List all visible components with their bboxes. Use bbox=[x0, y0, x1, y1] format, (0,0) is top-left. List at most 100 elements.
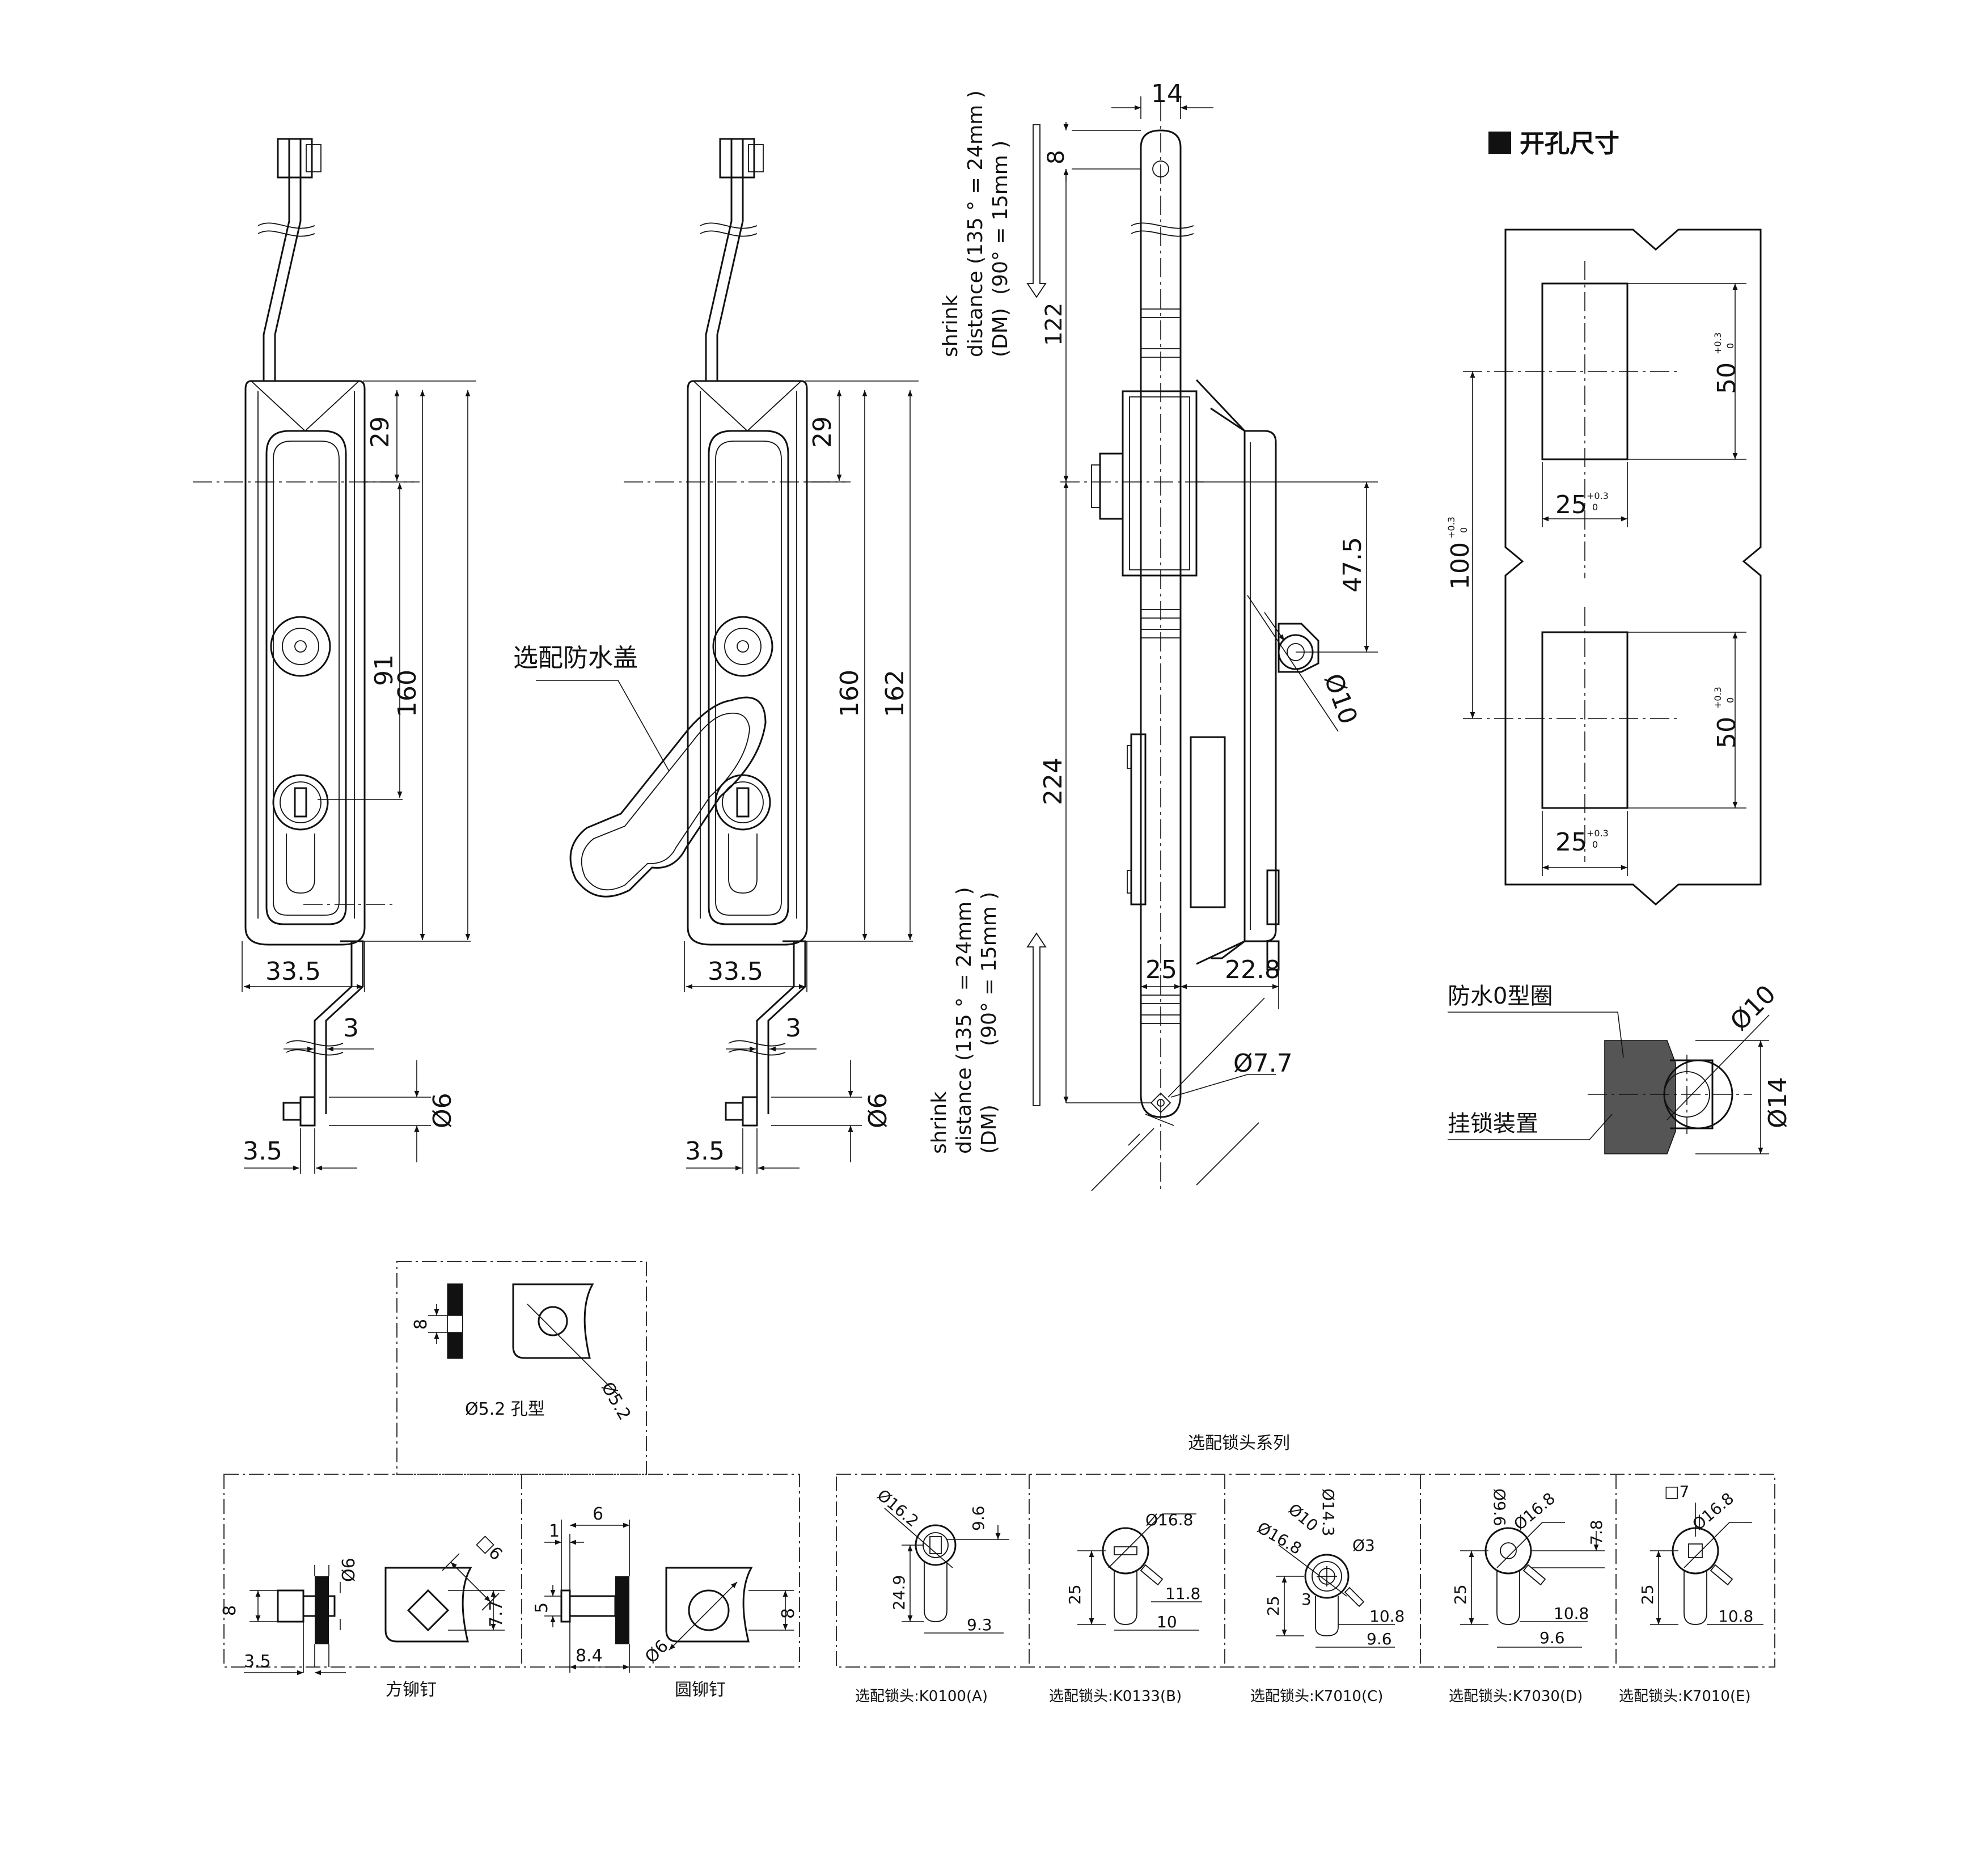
dim-224: 224 bbox=[1039, 758, 1068, 805]
lock-c-d6: 3 bbox=[1301, 1590, 1312, 1609]
lock-d: Ø9.6 Ø16.8 7.8 25 10.8 9.6 选配锁头:K7030(D) bbox=[1449, 1488, 1606, 1705]
lock-c-d7: 10.8 bbox=[1369, 1607, 1405, 1626]
dim-hole: Ø6 bbox=[864, 1093, 893, 1128]
dim-29: 29 bbox=[366, 416, 395, 448]
dim-d6: Ø6 bbox=[339, 1558, 359, 1582]
tol-plus: +0.3 bbox=[1712, 332, 1723, 354]
dim-rod: 3 bbox=[785, 1014, 801, 1043]
lock-e-d3: 25 bbox=[1638, 1584, 1657, 1605]
dim-6: 6 bbox=[593, 1504, 603, 1524]
lock-b-d4: 10 bbox=[1157, 1613, 1177, 1631]
shrink-top-2: distance (135 ° = 24mm ) bbox=[964, 90, 987, 357]
lock-b: Ø16.8 25 11.8 10 选配锁头:K0133(B) bbox=[1049, 1511, 1202, 1705]
lock-d-d4: 25 bbox=[1451, 1584, 1470, 1605]
dim-total: 100 bbox=[1446, 542, 1475, 590]
lock-series: 选配锁头系列 Ø16.2 9.6 24.9 9.3 选配锁头:K0100(A) bbox=[836, 1433, 1775, 1705]
lock-b-caption: 选配锁头:K0133(B) bbox=[1049, 1688, 1182, 1705]
round-rivet: 6 1 5 8.4 Ø6 8 圆铆钉 bbox=[532, 1504, 798, 1700]
shrink-bottom-3: (DM) bbox=[978, 1105, 1001, 1154]
dim-offset: 3.5 bbox=[685, 1137, 725, 1166]
lock-a-d2: 9.6 bbox=[969, 1505, 988, 1531]
label-oring: 防水0型圈 bbox=[1448, 983, 1553, 1009]
lock-d-d5: 10.8 bbox=[1554, 1604, 1589, 1623]
dim-29: 29 bbox=[808, 416, 837, 448]
dim-47-5: 47.5 bbox=[1338, 537, 1367, 593]
lock-d-d3: 7.8 bbox=[1587, 1520, 1606, 1545]
dim-22-8: 22.8 bbox=[1225, 955, 1280, 984]
dim-5: 5 bbox=[532, 1602, 552, 1613]
lock-c-d2: Ø14.3 bbox=[1319, 1488, 1338, 1536]
dim-sq6: □6 bbox=[473, 1531, 506, 1564]
lock-a: Ø16.2 9.6 24.9 9.3 选配锁头:K0100(A) bbox=[855, 1486, 1009, 1705]
cutout-title: 开孔尺寸 bbox=[1520, 129, 1619, 158]
dim-8-4: 8.4 bbox=[576, 1646, 603, 1666]
dim-width-bottom: 25 bbox=[1555, 828, 1587, 857]
tol-zero: 0 bbox=[1458, 527, 1469, 533]
dim-hole: Ø6 bbox=[428, 1093, 457, 1128]
shrink-top-3: (DM) bbox=[989, 308, 1012, 357]
lock-e-d4: 10.8 bbox=[1718, 1607, 1753, 1626]
dim-162: 162 bbox=[881, 670, 910, 717]
lock-d-d6: 9.6 bbox=[1539, 1628, 1565, 1647]
lock-c-d4: Ø3 bbox=[1352, 1536, 1375, 1555]
dim-8: 8 bbox=[411, 1319, 431, 1330]
rivets-box: Ø6 8 3.5 □6 7.7 方铆钉 6 bbox=[220, 1474, 800, 1700]
tol-plus: +0.3 bbox=[1587, 490, 1609, 501]
dim-top-height: 50 bbox=[1712, 362, 1741, 394]
padlock-detail: 防水0型圈 挂锁装置 Ø10 Ø14 bbox=[1448, 980, 1792, 1154]
dim-91: 91 bbox=[370, 654, 399, 686]
dim-7-7: 7.7 bbox=[487, 1600, 506, 1627]
lock-c-d1: Ø10 bbox=[1285, 1500, 1322, 1535]
lock-e-caption: 选配锁头:K7010(E) bbox=[1619, 1688, 1751, 1705]
callout-waterproof-cover: 选配防水盖 bbox=[513, 644, 638, 672]
lock-e: □7 Ø16.8 25 10.8 选配锁头:K7010(E) bbox=[1619, 1482, 1763, 1705]
hole-type-caption: Ø5.2 孔型 bbox=[465, 1399, 545, 1419]
dim-d7-7: Ø7.7 bbox=[1233, 1049, 1293, 1078]
label-padlock: 挂锁装置 bbox=[1448, 1111, 1538, 1137]
tol-plus: +0.3 bbox=[1587, 828, 1609, 839]
tol-zero: 0 bbox=[1592, 502, 1598, 513]
dim-25: 25 bbox=[1145, 955, 1177, 984]
square-rivet-caption: 方铆钉 bbox=[386, 1680, 437, 1700]
cutout-dimensions: 开孔尺寸 50 +0.3 0 50 +0.3 0 100 +0.3 0 25 +… bbox=[1446, 129, 1762, 906]
lock-series-title: 选配锁头系列 bbox=[1188, 1433, 1290, 1453]
dim-d10: Ø10 bbox=[1725, 980, 1782, 1036]
lock-c-d8: 9.6 bbox=[1367, 1630, 1392, 1648]
shrink-top-1: shrink bbox=[939, 295, 962, 357]
lock-d-d1: Ø9.6 bbox=[1490, 1488, 1509, 1526]
tol-zero: 0 bbox=[1592, 839, 1598, 850]
title-square-icon bbox=[1488, 132, 1511, 154]
dim-8: 8 bbox=[220, 1605, 240, 1616]
dim-width-top: 25 bbox=[1555, 490, 1587, 519]
lock-e-d1: □7 bbox=[1664, 1482, 1689, 1501]
dim-bottom-height: 50 bbox=[1712, 717, 1741, 748]
lock-d-caption: 选配锁头:K7030(D) bbox=[1449, 1688, 1583, 1705]
side-view: 14 8 122 224 shrink distance (135 ° = 24… bbox=[928, 79, 1378, 1191]
dim-122: 122 bbox=[1041, 303, 1067, 346]
shrink-bottom-2: distance (135 ° = 24mm ) bbox=[953, 887, 976, 1154]
lock-b-d1: Ø16.8 bbox=[1145, 1511, 1193, 1529]
tol-plus: +0.3 bbox=[1712, 687, 1723, 709]
lock-b-d3: 11.8 bbox=[1165, 1584, 1200, 1603]
shrink-bottom-4: (90° = 15mm ) bbox=[978, 892, 1001, 1046]
hole-type-box: 8 Ø5.2 Ø5.2 孔型 bbox=[396, 1261, 647, 1475]
shrink-top-4: (90° = 15mm ) bbox=[989, 141, 1012, 295]
dim-160: 160 bbox=[835, 670, 864, 717]
lock-a-d1: Ø16.2 bbox=[874, 1486, 923, 1531]
lock-c-caption: 选配锁头:K7010(C) bbox=[1250, 1688, 1383, 1705]
front-view-2: 选配防水盖 29 160 162 33.5 3 Ø6 3.5 bbox=[513, 138, 919, 1174]
lock-d-d2: Ø16.8 bbox=[1510, 1489, 1559, 1534]
dim-8: 8 bbox=[1043, 150, 1069, 164]
lock-c-d5: 25 bbox=[1264, 1596, 1283, 1616]
shrink-bottom-1: shrink bbox=[928, 1091, 951, 1154]
dim-d14: Ø14 bbox=[1763, 1077, 1792, 1128]
dim-d10: Ø10 bbox=[1318, 670, 1363, 728]
dim-width: 33.5 bbox=[708, 957, 763, 986]
dim-rod: 3 bbox=[343, 1014, 359, 1043]
dim-width: 33.5 bbox=[265, 957, 321, 986]
lock-a-d3: 24.9 bbox=[890, 1575, 908, 1610]
lock-a-caption: 选配锁头:K0100(A) bbox=[855, 1688, 988, 1705]
dim-d5-2: Ø5.2 bbox=[597, 1379, 635, 1424]
square-rivet: Ø6 8 3.5 □6 7.7 方铆钉 bbox=[220, 1531, 506, 1700]
